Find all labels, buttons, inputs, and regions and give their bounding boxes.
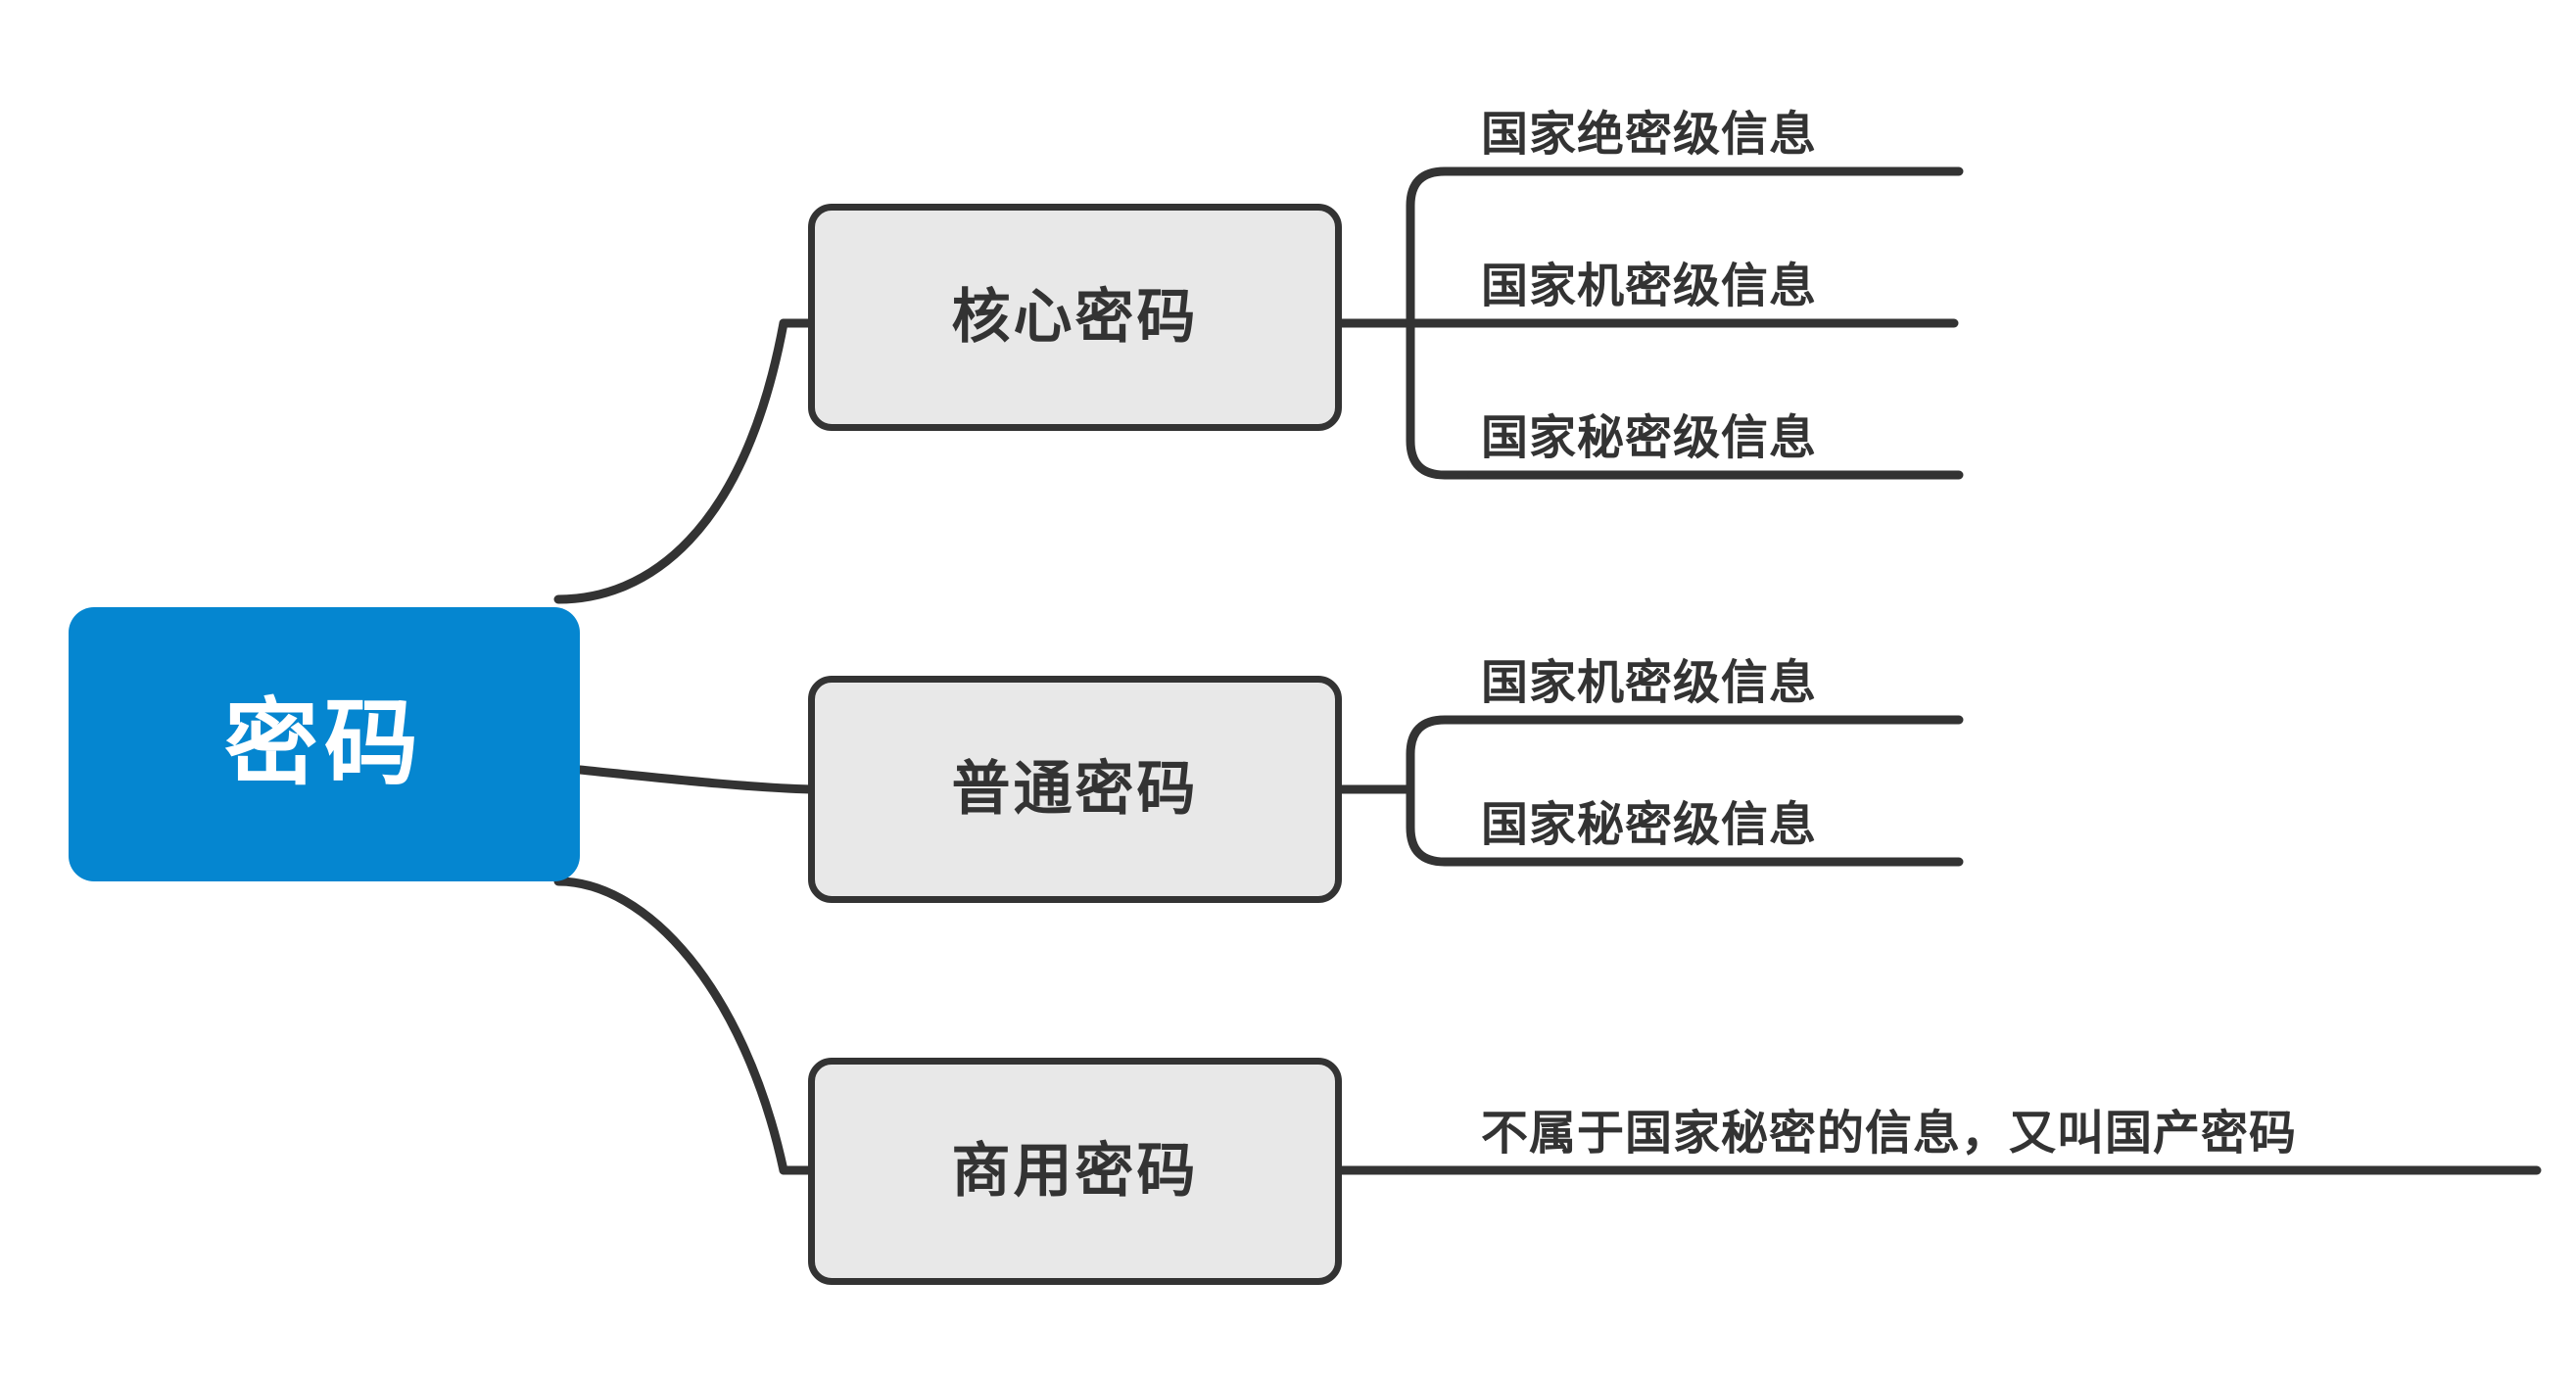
leaf-core-2[interactable]: 国家秘密级信息 — [1481, 357, 1961, 467]
branch-node-common[interactable]: 普通密码 — [808, 676, 1342, 903]
edge-root-to-commercial — [553, 877, 788, 1175]
leaf-commercial-0[interactable]: 不属于国家秘密的信息，又叫国产密码 — [1481, 1053, 2539, 1162]
branch-node-core[interactable]: 核心密码 — [808, 204, 1342, 431]
leaf-core-1-label: 国家机密级信息 — [1481, 261, 1818, 312]
root-node[interactable]: 密码 — [69, 607, 580, 881]
leaf-common-0[interactable]: 国家机密级信息 — [1481, 602, 1961, 712]
leaf-common-1[interactable]: 国家秘密级信息 — [1481, 744, 1961, 854]
edge-root-to-core — [553, 318, 788, 604]
leaf-core-0[interactable]: 国家绝密级信息 — [1481, 54, 1961, 164]
leaf-common-1-label: 国家秘密级信息 — [1481, 799, 1818, 851]
edge-root-to-common — [575, 765, 816, 794]
leaf-commercial-0-label: 不属于国家秘密的信息，又叫国产密码 — [1481, 1108, 2298, 1160]
branch-node-core-label: 核心密码 — [951, 284, 1199, 350]
leaf-core-2-label: 国家秘密级信息 — [1481, 412, 1818, 464]
branch-node-commercial-label: 商用密码 — [951, 1138, 1199, 1204]
leaf-core-1[interactable]: 国家机密级信息 — [1481, 206, 1961, 315]
branch-node-commercial[interactable]: 商用密码 — [808, 1058, 1342, 1285]
leaf-core-0-label: 国家绝密级信息 — [1481, 109, 1818, 161]
leaf-common-0-label: 国家机密级信息 — [1481, 657, 1818, 709]
root-node-label: 密码 — [224, 691, 424, 797]
branch-node-common-label: 普通密码 — [951, 756, 1199, 822]
